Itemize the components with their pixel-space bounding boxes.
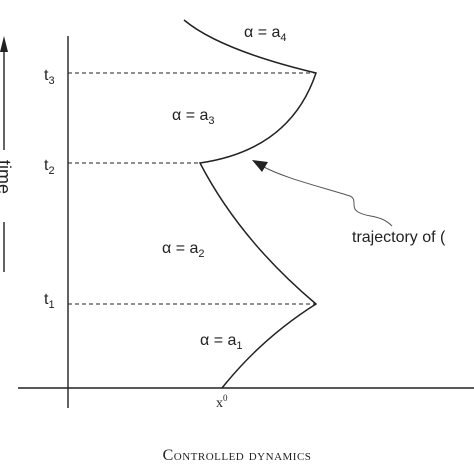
tick-t2: t2 <box>44 157 55 177</box>
tick-t1: t1 <box>44 291 55 311</box>
annotation-arrow-head <box>252 160 268 172</box>
x0-label: x0 <box>216 393 228 411</box>
annotation-arrow-line <box>261 165 393 227</box>
trajectory-annotation: trajectory of ( <box>352 229 446 246</box>
trajectory-curve <box>183 19 318 389</box>
region-label-a2: α = a2 <box>162 240 205 260</box>
region-label-a3: α = a3 <box>172 107 215 127</box>
region-label-a1: α = a1 <box>200 332 243 352</box>
time-arrow-head <box>0 36 8 52</box>
time-label: time <box>0 160 14 194</box>
tick-t3: t3 <box>44 67 55 87</box>
figure-caption: Controlled dynamics <box>162 447 312 464</box>
region-label-a4: α = a4 <box>244 24 287 44</box>
